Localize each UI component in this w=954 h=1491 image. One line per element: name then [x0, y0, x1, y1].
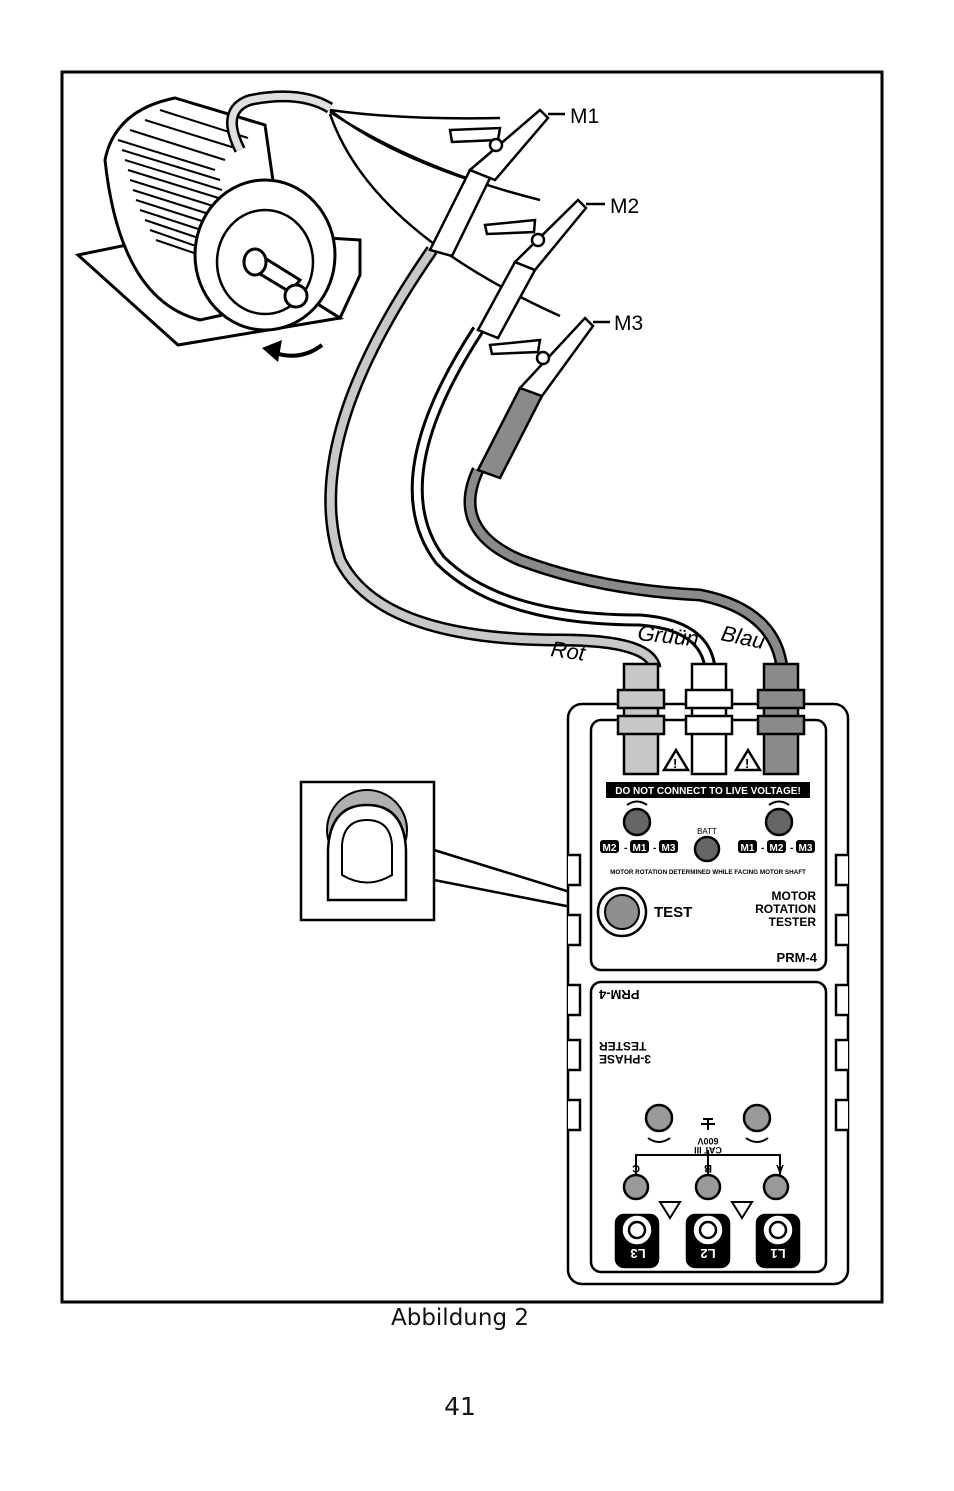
device-title-line2: ROTATION: [755, 902, 816, 916]
svg-text:M2: M2: [770, 843, 784, 854]
terminal-l1: L1: [770, 1246, 785, 1261]
facing-note: MOTOR ROTATION DETERMINED WHILE FACING M…: [610, 869, 806, 876]
device-title-line1: MOTOR: [772, 889, 817, 903]
svg-text:-: -: [790, 843, 793, 854]
warning-strip: [606, 782, 810, 798]
svg-text:M3: M3: [662, 843, 676, 854]
svg-text:-: -: [653, 843, 656, 854]
page-number: 41: [444, 1392, 476, 1421]
volt-label: 600V: [697, 1136, 718, 1146]
cable-label-green: Grüün: [636, 620, 699, 651]
cable-label-red: Rot: [549, 636, 587, 666]
lead-label-m3: M3: [614, 312, 643, 335]
test-label: TEST: [654, 904, 692, 921]
figure-caption: Abbildung 2: [390, 1305, 529, 1331]
svg-text:-: -: [624, 843, 627, 854]
test-cables: [324, 246, 789, 670]
svg-text:M1: M1: [633, 843, 647, 854]
warning-exclam-2: !: [745, 756, 749, 771]
device-title-line3: TESTER: [769, 915, 817, 929]
test-button[interactable]: [596, 886, 648, 938]
lower-model-label: PRM-4: [598, 987, 639, 1002]
batt-label: BATT: [697, 827, 717, 836]
rotation-leds: [622, 800, 794, 863]
lower-title-line2: TESTER: [599, 1039, 647, 1053]
lower-panel-graphics: [614, 1103, 801, 1269]
warning-exclam-1: !: [673, 756, 677, 771]
finger-press-inset: [299, 780, 613, 922]
lead-label-m2: M2: [610, 195, 639, 218]
probe-connectors: [616, 662, 806, 776]
svg-text:-: -: [761, 843, 764, 854]
terminal-l2: L2: [700, 1246, 715, 1261]
sequence-left: M2 - M1 - M3: [600, 840, 678, 854]
figure-frame: [60, 70, 884, 1304]
lead-label-m1: M1: [570, 105, 599, 128]
model-label: PRM-4: [777, 950, 818, 965]
sequence-right: M1 - M2 - M3: [738, 840, 815, 854]
svg-text:M1: M1: [741, 843, 755, 854]
motor-illustration: [74, 90, 362, 362]
warning-text: DO NOT CONNECT TO LIVE VOLTAGE!: [615, 786, 801, 797]
terminal-l3: L3: [630, 1246, 645, 1261]
svg-text:M2: M2: [603, 843, 617, 854]
alligator-clips: [428, 108, 610, 480]
lower-title-line1: 3-PHASE: [599, 1052, 651, 1066]
svg-text:M3: M3: [799, 843, 813, 854]
